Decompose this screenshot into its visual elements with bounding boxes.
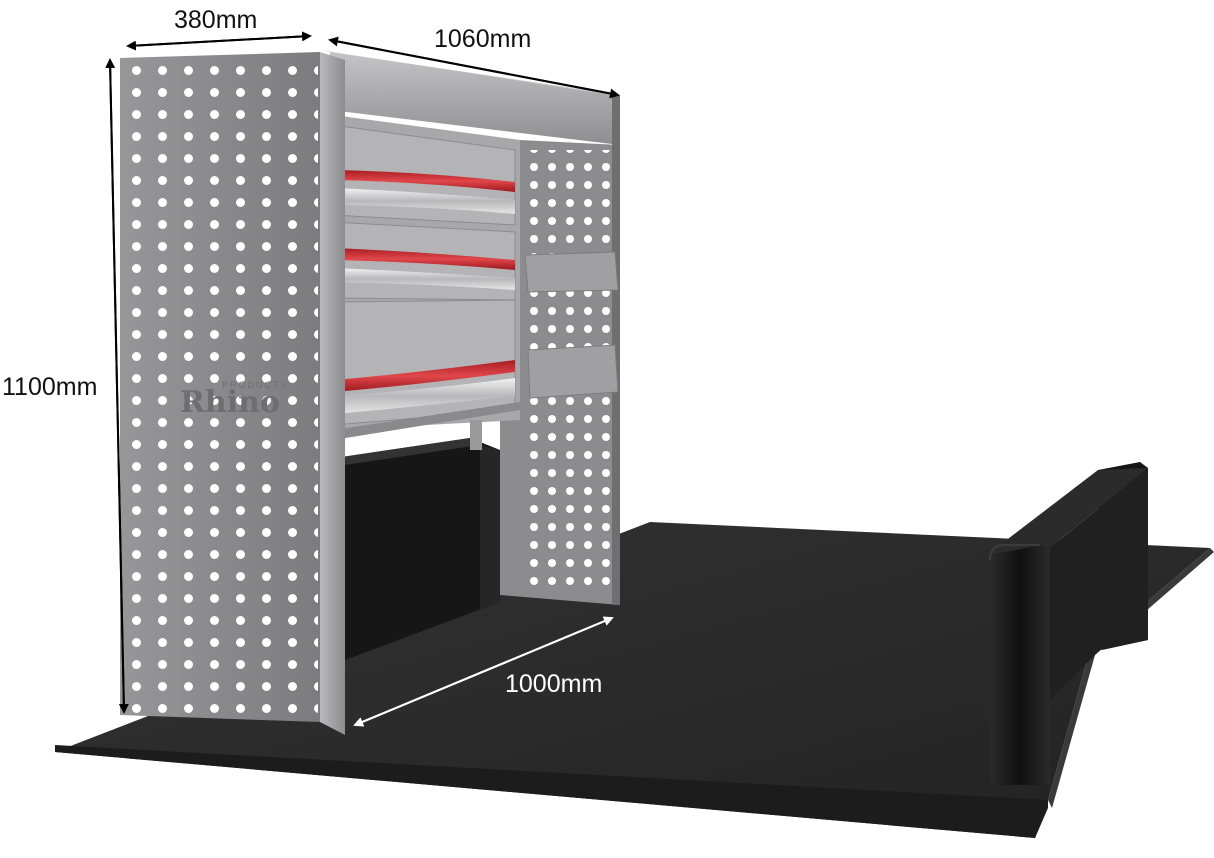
dim-floor-depth: 1000mm xyxy=(353,616,614,727)
dim-depth: 380mm xyxy=(126,6,312,51)
drawer-3 xyxy=(332,299,516,426)
drawer-stack xyxy=(332,115,619,450)
logo: Rhino PRODUCTS xyxy=(180,380,289,420)
svg-text:PRODUCTS: PRODUCTS xyxy=(222,380,289,390)
width-label: 1060mm xyxy=(434,25,531,53)
dim-width: 1060mm xyxy=(328,25,620,99)
dim-height: 1100mm xyxy=(2,58,129,714)
side-shelf-lower xyxy=(527,344,619,399)
floor xyxy=(55,522,1214,838)
svg-text:Rhino: Rhino xyxy=(180,385,280,420)
side-shelf-upper xyxy=(524,251,619,293)
side-panel: Rhino PRODUCTS xyxy=(120,52,345,735)
storage-box xyxy=(335,438,500,660)
depth-label: 380mm xyxy=(174,6,257,34)
drawer-2 xyxy=(332,221,516,301)
wheel-arch xyxy=(989,462,1148,785)
height-label: 1100mm xyxy=(2,373,97,401)
drawer-1 xyxy=(332,124,516,226)
floor-depth-label: 1000mm xyxy=(505,670,602,698)
top-frame xyxy=(320,50,620,605)
